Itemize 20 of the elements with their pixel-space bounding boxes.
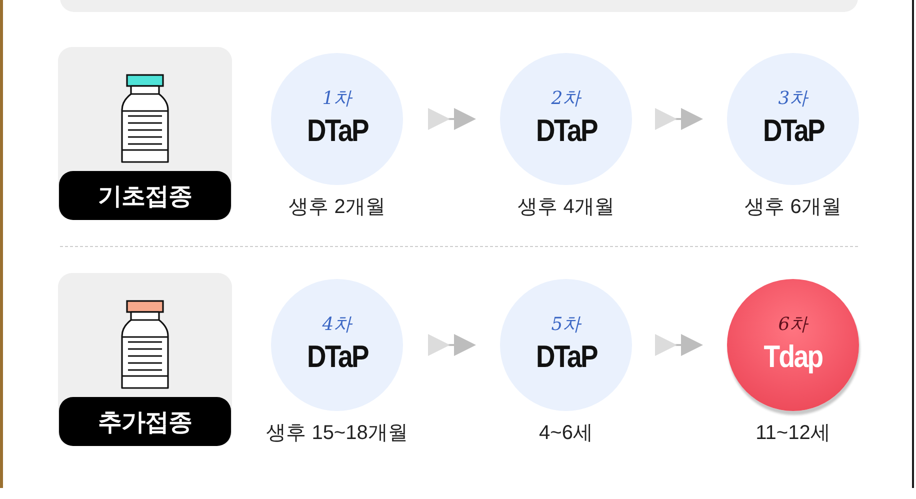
age-label: 생후 4개월 xyxy=(518,195,614,219)
dose-number: 2차 xyxy=(551,88,581,110)
category-tag: 기초접종 xyxy=(59,171,231,220)
dose-number: 6차 xyxy=(778,314,808,336)
age-label: 생후 15~18개월 xyxy=(266,421,408,445)
age-label: 생후 6개월 xyxy=(744,195,842,219)
vaccine-name: DTaP xyxy=(535,114,596,148)
age-label: 11~12세 xyxy=(756,421,830,445)
dose-number: 4차 xyxy=(322,314,352,336)
age-label: 4~6세 xyxy=(539,421,593,445)
dose-number: 1차 xyxy=(322,88,352,110)
category-tag: 추가접종 xyxy=(59,397,231,446)
vaccine-name: DTaP xyxy=(762,114,824,148)
vaccine-name: DTaP xyxy=(306,114,368,148)
age-label: 생후 2개월 xyxy=(288,195,386,219)
vaccine-name: DTaP xyxy=(535,340,596,374)
dose-number: 3차 xyxy=(778,88,808,110)
vaccine-name: Tdap xyxy=(764,340,822,374)
vaccine-name: DTaP xyxy=(306,340,368,374)
dose-number: 5차 xyxy=(551,314,581,336)
